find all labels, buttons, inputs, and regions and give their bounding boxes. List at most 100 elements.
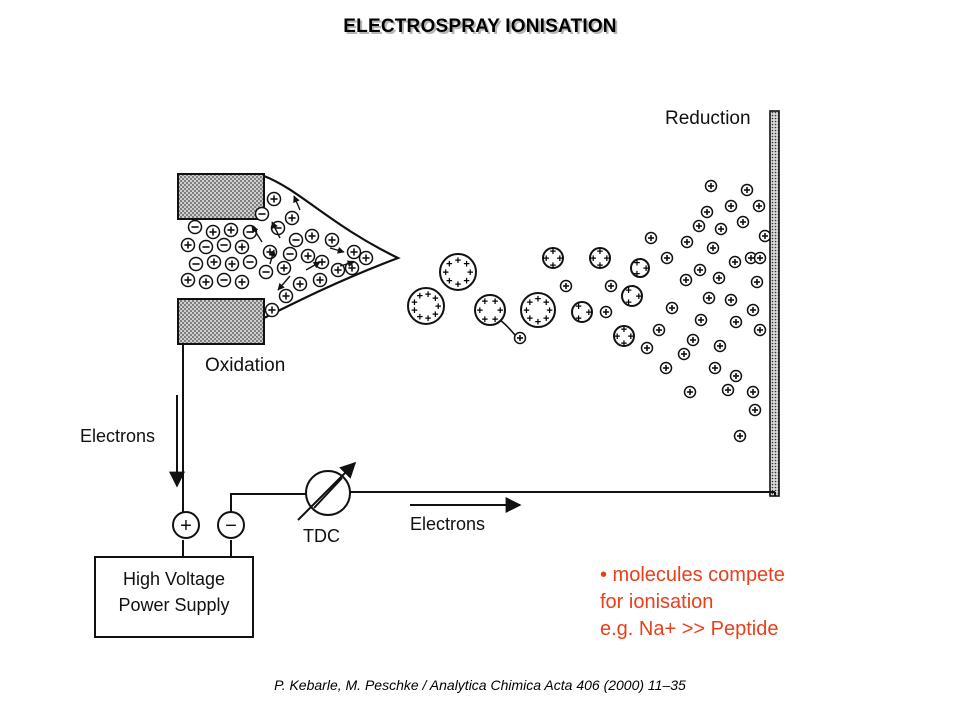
positive-ion	[728, 255, 742, 269]
positive-ion	[206, 254, 222, 270]
svg-text:+: +	[550, 246, 556, 258]
svg-text:+: +	[575, 313, 581, 325]
svg-text:+: +	[432, 309, 438, 321]
svg-text:+: +	[543, 297, 549, 309]
positive-ion	[330, 262, 346, 278]
positive-ion	[729, 315, 743, 329]
positive-ion	[706, 241, 720, 255]
positive-ion	[264, 302, 280, 318]
positive-ion	[266, 191, 282, 207]
droplet: ++++	[613, 324, 635, 350]
negative-terminal: −	[217, 511, 245, 539]
svg-text:+: +	[463, 258, 469, 270]
positive-ion	[746, 303, 760, 317]
positive-ion	[224, 256, 240, 272]
positive-ion	[278, 288, 294, 304]
negative-ion	[216, 237, 232, 253]
positive-ion	[713, 339, 727, 353]
svg-text:+: +	[634, 258, 640, 270]
positive-ion	[276, 260, 292, 276]
droplet: ++++	[589, 246, 611, 272]
svg-text:High Voltage: High Voltage	[123, 569, 225, 589]
positive-ion	[680, 235, 694, 249]
svg-text:+: +	[597, 246, 603, 258]
positive-ion	[652, 323, 666, 337]
citation: P. Kebarle, M. Peschke / Analytica Chimi…	[274, 677, 686, 693]
svg-text:+: +	[625, 285, 631, 297]
high-voltage-power-supply: High Voltage Power Supply	[94, 556, 254, 638]
svg-text:+: +	[546, 305, 552, 317]
svg-text:+: +	[590, 253, 596, 265]
note-line-1: • molecules compete	[600, 564, 785, 586]
positive-ion	[284, 210, 300, 226]
positive-ion	[693, 263, 707, 277]
note-line-3: e.g. Na+ >> Peptide	[600, 618, 779, 640]
positive-ion	[659, 361, 673, 375]
positive-ion	[692, 219, 706, 233]
positive-ion	[708, 361, 722, 375]
tdc-label: TDC	[303, 526, 340, 546]
svg-text:+: +	[575, 301, 581, 313]
positive-ion	[736, 215, 750, 229]
positive-ion	[559, 279, 573, 293]
svg-text:+: +	[527, 297, 533, 309]
svg-text:+: +	[625, 297, 631, 309]
positive-ion	[683, 385, 697, 399]
positive-ion	[223, 222, 239, 238]
droplet: +++	[571, 301, 593, 325]
positive-ion	[750, 275, 764, 289]
positive-ion	[702, 291, 716, 305]
positive-ion	[753, 251, 767, 265]
svg-text:+: +	[497, 305, 503, 317]
svg-text:+: +	[643, 263, 649, 275]
svg-text:+: +	[621, 338, 627, 350]
taylor-cone	[263, 174, 401, 319]
positive-ion	[746, 385, 760, 399]
positive-ion	[198, 274, 214, 290]
svg-text:+: +	[463, 276, 469, 288]
svg-text:+: +	[634, 268, 640, 280]
reduction-label: Reduction	[665, 108, 751, 129]
capillary-ions	[180, 191, 374, 318]
charged-droplets: ++++++++++++++++++++++++++++++++++++++++…	[407, 246, 650, 350]
svg-text:+: +	[492, 296, 498, 308]
positive-ion	[599, 305, 613, 319]
svg-text:+: +	[411, 297, 417, 309]
svg-text:+: +	[425, 289, 431, 301]
positive-ion	[300, 248, 316, 264]
svg-text:+: +	[535, 293, 541, 305]
svg-text:+: +	[557, 253, 563, 265]
negative-ion	[242, 224, 258, 240]
svg-text:+: +	[523, 305, 529, 317]
positive-ion	[304, 228, 320, 244]
svg-text:+: +	[482, 314, 488, 326]
positive-ion	[314, 254, 330, 270]
svg-text:+: +	[527, 313, 533, 325]
svg-text:Power Supply: Power Supply	[118, 595, 229, 615]
ion-drift-arrows	[251, 195, 355, 291]
svg-text:+: +	[636, 291, 642, 303]
positive-ion	[753, 323, 767, 337]
droplet: +++++++++	[407, 287, 445, 325]
svg-text:+: +	[477, 305, 483, 317]
positive-ion	[729, 369, 743, 383]
droplet: ++++++++	[439, 253, 477, 291]
oxidation-label: Oxidation	[205, 355, 285, 376]
positive-ion	[758, 229, 772, 243]
svg-text:+: +	[180, 515, 192, 537]
positive-ion	[346, 244, 362, 260]
negative-ion	[258, 264, 274, 280]
svg-text:+: +	[586, 307, 592, 319]
positive-ion	[748, 403, 762, 417]
svg-text:+: +	[614, 331, 620, 343]
positive-ion	[324, 232, 340, 248]
positive-ion	[644, 231, 658, 245]
svg-text:+: +	[417, 290, 423, 302]
positive-ion	[679, 273, 693, 287]
positive-ion	[714, 222, 728, 236]
note-line-2: for ionisation	[600, 591, 714, 613]
positive-ion	[180, 272, 196, 288]
svg-text:+: +	[411, 305, 417, 317]
negative-ion	[188, 256, 204, 272]
